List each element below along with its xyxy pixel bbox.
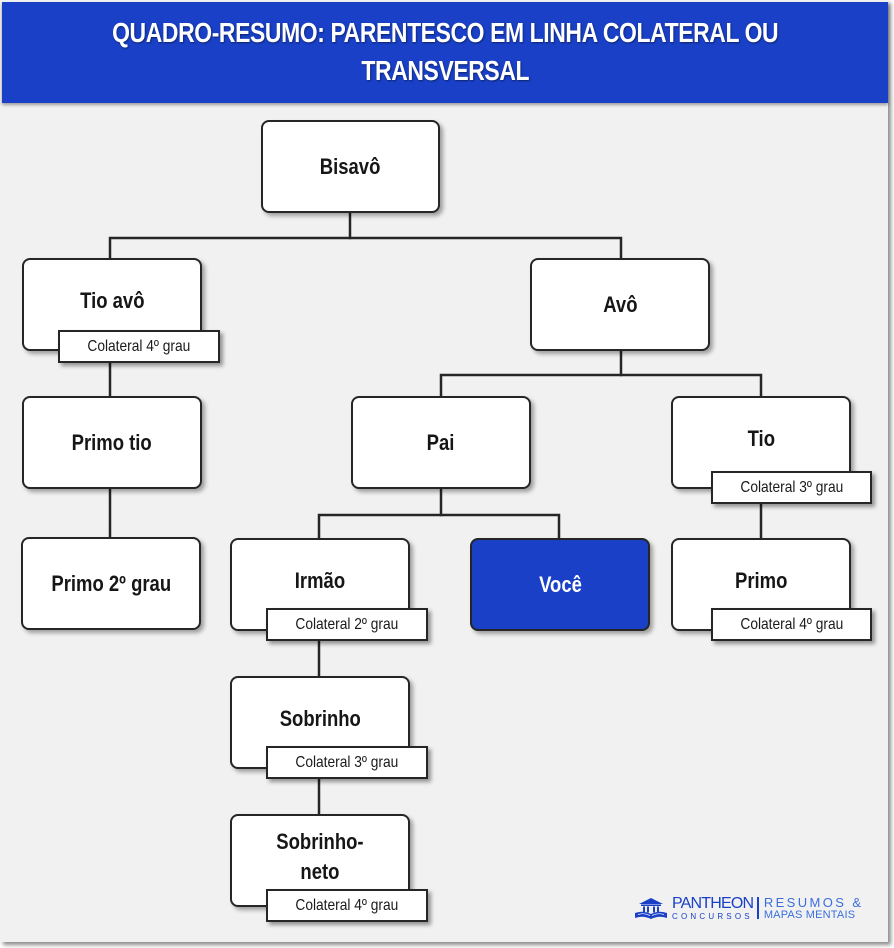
- edge-bisavo-tio-avo: [108, 210, 352, 260]
- node-primo-tio: Primo tio: [22, 396, 202, 489]
- node-label: Sobrinho- neto: [276, 828, 364, 884]
- node-label: Primo tio: [71, 429, 153, 455]
- brand-name: PANTHEON: [672, 894, 754, 912]
- edge-pai-irmao: [317, 486, 443, 540]
- node-avo: Avô: [530, 258, 710, 351]
- node-bisavo: Bisavô: [261, 120, 440, 213]
- pantheon-temple-book-icon: [635, 898, 667, 919]
- pantheon-logo: PANTHEON CONCURSOS RESUMOS & MAPAS MENTA…: [634, 894, 863, 922]
- node-label: Pai: [427, 429, 455, 455]
- brand-name-block: PANTHEON CONCURSOS: [672, 894, 754, 921]
- degree-badge-tio-avo: Colateral 4º grau: [58, 330, 220, 363]
- node-label: Irmão: [294, 567, 346, 593]
- node-label: Tio: [747, 425, 775, 451]
- tagline-line-2: MAPAS MENTAIS: [763, 908, 856, 921]
- node-label: Bisavô: [320, 153, 381, 179]
- node-label: Primo: [734, 567, 788, 593]
- node-label: Você: [538, 571, 582, 597]
- node-label: Sobrinho: [279, 705, 361, 731]
- title-line-2: TRANSVERSAL: [361, 55, 529, 86]
- degree-badge-sobrinho: Colateral 3º grau: [266, 746, 428, 779]
- logo-separator: [757, 897, 759, 919]
- node-primo-2-grau: Primo 2º grau: [21, 537, 201, 630]
- page-title: QUADRO-RESUMO: PARENTESCO EM LINHA COLAT…: [2, 2, 888, 103]
- title-line-1: QUADRO-RESUMO: PARENTESCO EM LINHA COLAT…: [111, 17, 779, 48]
- tagline-line-1: RESUMOS &: [763, 894, 864, 910]
- degree-badge-tio: Colateral 3º grau: [711, 471, 872, 504]
- edge-avo-pai: [439, 348, 623, 399]
- edge-avo-tio: [619, 373, 763, 399]
- node-pai: Pai: [351, 396, 531, 489]
- node-label: Primo 2º grau: [51, 570, 171, 596]
- tagline-block: RESUMOS & MAPAS MENTAIS: [764, 896, 864, 921]
- brand-subtitle: CONCURSOS: [672, 911, 753, 921]
- edge-bisavo-avo: [348, 236, 623, 260]
- degree-badge-irmao: Colateral 2º grau: [266, 608, 428, 641]
- edge-pai-voce: [439, 513, 561, 540]
- node-voce: Você: [470, 538, 650, 631]
- node-label: Tio avô: [79, 287, 145, 313]
- degree-badge-sobrinho-neto: Colateral 4º grau: [266, 889, 428, 922]
- degree-badge-primo: Colateral 4º grau: [711, 608, 872, 641]
- node-label: Avô: [602, 291, 638, 317]
